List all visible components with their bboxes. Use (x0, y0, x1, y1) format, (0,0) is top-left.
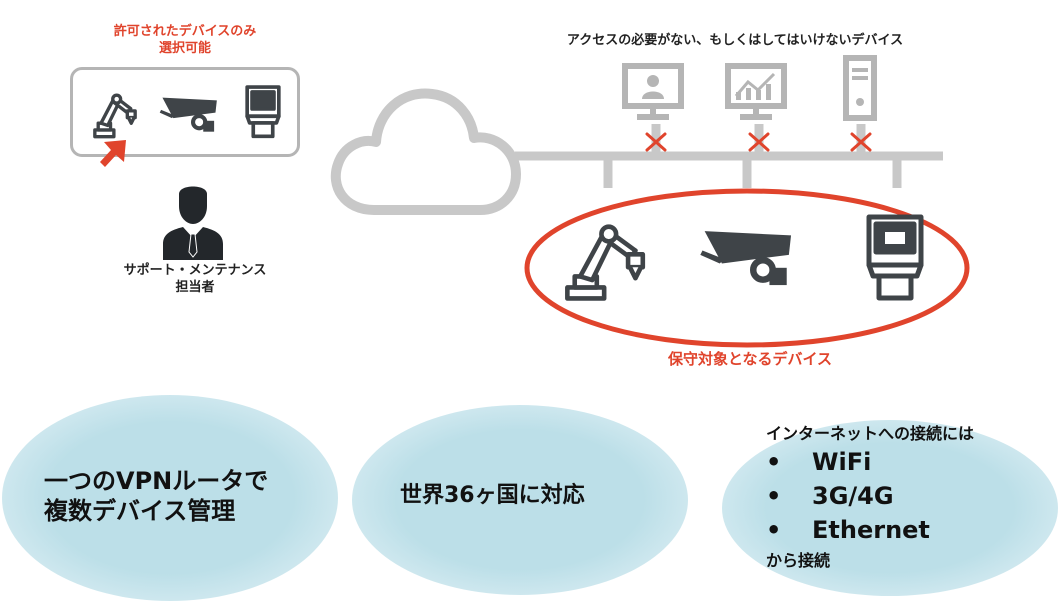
security-camera-icon[interactable] (696, 218, 804, 296)
kiosk-terminal-icon[interactable] (862, 212, 928, 304)
countries-text: 世界36ヶ国に対応 (400, 483, 585, 508)
allowed-label-line-2: 選択可能 (158, 41, 211, 56)
chart-monitor-icon[interactable] (724, 62, 788, 124)
bullet-glyph: • (766, 516, 782, 544)
vpn-line-2: 複数デバイス管理 (44, 497, 236, 525)
internet-title: インターネットへの接続には (766, 424, 975, 443)
protected-devices-label: 保守対象となるデバイス (667, 350, 833, 368)
countries-bubble (352, 405, 688, 595)
protected-devices-ellipse[interactable] (522, 186, 972, 350)
server-tower-icon[interactable] (842, 54, 878, 122)
robot-arm-icon[interactable] (87, 83, 143, 141)
pointer-arrow-icon (100, 140, 126, 167)
network-lines (515, 124, 943, 188)
allowed-devices-label: 許可されたデバイスのみ 選択可能 (85, 23, 285, 57)
support-label-line-2: 担当者 (175, 280, 215, 295)
internet-item-wifi: WiFi (812, 448, 872, 476)
support-staff-label: サポート・メンテナンス 担当者 (95, 262, 295, 296)
vpn-line-1: 一つのVPNルータで (44, 467, 269, 495)
user-monitor-icon[interactable] (621, 62, 685, 124)
internet-item: • Ethernet (766, 515, 930, 545)
bullet-glyph: • (766, 482, 782, 510)
internet-item: • 3G/4G (766, 481, 894, 511)
blocked-x-icon (640, 131, 670, 155)
security-camera-icon[interactable] (157, 92, 225, 136)
cloud-icon (330, 88, 521, 215)
no-access-label: アクセスの必要がない、もしくはしてはいけないデバイス (566, 33, 904, 48)
blocked-x-icon (846, 131, 876, 155)
blocked-x-icon (744, 131, 774, 155)
bullet-glyph: • (766, 448, 782, 476)
robot-arm-icon[interactable] (560, 212, 652, 304)
kiosk-terminal-icon[interactable] (243, 84, 283, 140)
person-icon (163, 186, 223, 260)
vpn-bubble-text: 一つのVPNルータで 複数デバイス管理 (44, 466, 268, 526)
support-label-line-1: サポート・メンテナンス (123, 263, 267, 278)
allowed-label-line-1: 許可されたデバイスのみ (113, 24, 257, 39)
internet-bubble (722, 420, 1058, 596)
internet-item: • WiFi (766, 447, 871, 477)
internet-footer: から接続 (766, 551, 831, 570)
vpn-bubble (2, 395, 338, 601)
internet-item-ethernet: Ethernet (812, 516, 930, 544)
internet-item-mobile: 3G/4G (812, 482, 894, 510)
